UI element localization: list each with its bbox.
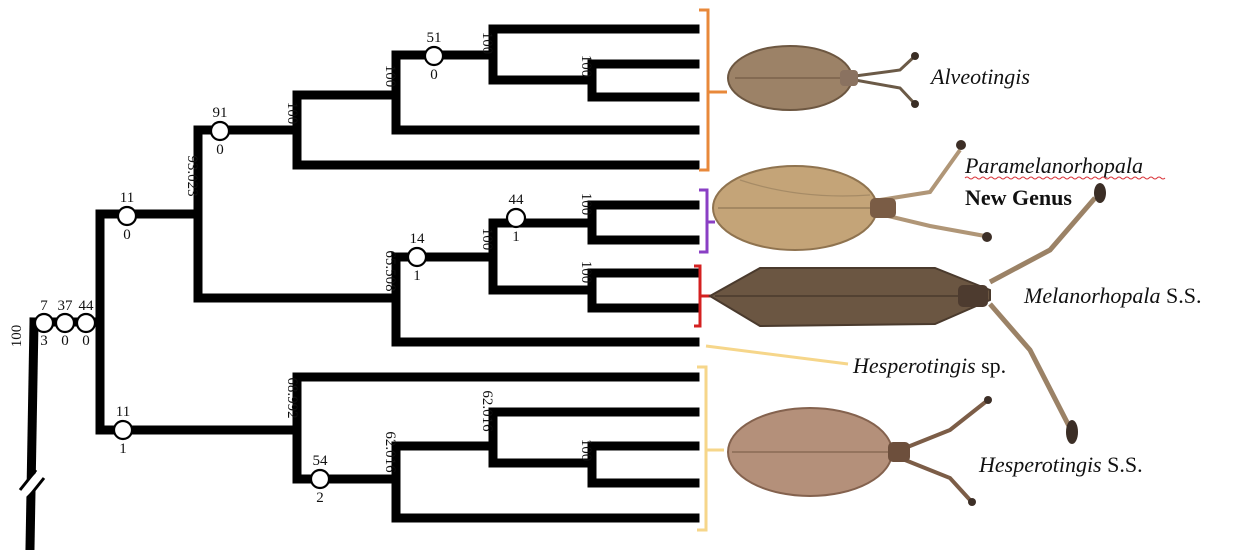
taxon-hesperotingis-ss-name: Hesperotingis <box>978 452 1102 477</box>
paramelanorhopala-bracket <box>699 190 715 252</box>
node-label-bottom: 1 <box>413 268 421 284</box>
support-value: 100 <box>578 193 594 216</box>
root-branch <box>20 322 44 548</box>
node-label-top: 54 <box>313 453 329 469</box>
support-value: 100 <box>284 102 300 125</box>
node-circle-37 <box>56 314 74 332</box>
support-value: 65.508 <box>382 250 398 291</box>
taxon-hesperotingis-sp-suffix: sp. <box>976 353 1007 378</box>
node-circle-44-para <box>507 209 525 227</box>
taxon-melanorhopala: Melanorhopala S.S. <box>1023 283 1201 308</box>
hesperotingis-bracket <box>697 367 724 530</box>
support-value: 100 <box>479 32 495 55</box>
taxon-melanorhopala-name: Melanorhopala <box>1023 283 1160 308</box>
node-label-top: 51 <box>427 30 442 46</box>
support-value: 62.016 <box>382 431 398 473</box>
node-circle-11-upper <box>118 207 136 225</box>
node-label-bottom: 0 <box>123 227 131 243</box>
taxon-alveotingis: Alveotingis <box>929 64 1030 89</box>
node-label-top: 7 <box>40 298 48 314</box>
taxon-hesperotingis-sp: Hesperotingis sp. <box>852 353 1006 378</box>
taxon-new-genus: New Genus <box>965 185 1072 210</box>
alveotingis-bracket <box>699 10 727 170</box>
node-circle-91 <box>211 122 229 140</box>
node-label-bottom: 0 <box>430 67 438 83</box>
taxon-hesperotingis-ss: Hesperotingis S.S. <box>978 452 1143 477</box>
node-circle-7 <box>35 314 53 332</box>
node-label-top: 44 <box>79 298 95 314</box>
node-label-bottom: 2 <box>316 490 324 506</box>
taxon-paramelanorhopala: Paramelanorhopala <box>964 153 1143 178</box>
support-value: 62.016 <box>479 390 495 432</box>
hesperotingis-specimen-image <box>728 396 992 506</box>
node-label-top: 44 <box>509 192 525 208</box>
support-value: 100 <box>578 439 594 462</box>
node-label-bottom: 1 <box>119 441 127 457</box>
node-label-bottom: 3 <box>40 333 48 349</box>
node-label-bottom: 0 <box>82 333 90 349</box>
node-label-bottom: 1 <box>512 229 520 245</box>
taxon-hesperotingis-ss-suffix: S.S. <box>1102 452 1143 477</box>
node-circle-11-lower <box>114 421 132 439</box>
support-value: 100 <box>382 65 398 88</box>
node-label-top: 11 <box>116 404 130 420</box>
support-value: 100 <box>578 261 594 284</box>
node-label-top: 14 <box>410 231 426 247</box>
node-circle-44 <box>77 314 95 332</box>
hesperotingis-sp-pointer <box>706 346 848 364</box>
node-label-top: 37 <box>58 298 74 314</box>
node-label-bottom: 0 <box>61 333 69 349</box>
node-label-bottom: 0 <box>216 142 224 158</box>
node-circle-14 <box>408 248 426 266</box>
taxon-hesperotingis-sp-name: Hesperotingis <box>852 353 976 378</box>
alveotingis-specimen-image <box>728 46 919 110</box>
support-value: 100 <box>9 325 25 348</box>
support-value: 100 <box>578 55 594 78</box>
node-label-top: 11 <box>120 190 134 206</box>
support-value: 100 <box>479 228 495 251</box>
paramelanorhopala-specimen-image <box>713 140 992 250</box>
node-label-top: 91 <box>213 105 228 121</box>
support-value: 93.023 <box>184 155 200 196</box>
node-circle-54 <box>311 470 329 488</box>
taxon-melanorhopala-suffix: S.S. <box>1160 283 1201 308</box>
support-value: 68.992 <box>284 377 300 418</box>
node-circle-51 <box>425 47 443 65</box>
